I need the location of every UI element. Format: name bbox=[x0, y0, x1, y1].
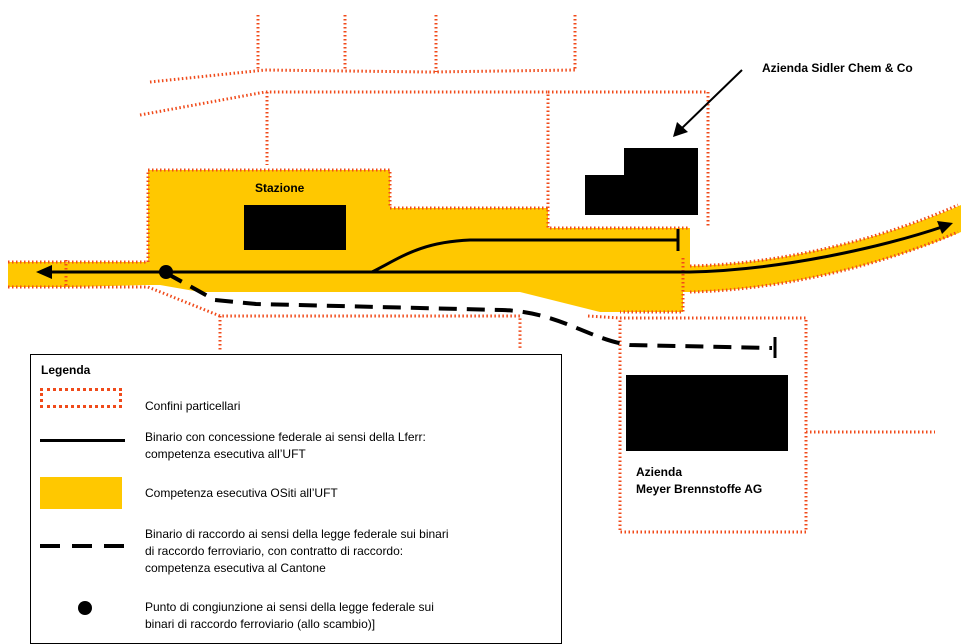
pointer-arrow bbox=[679, 69, 743, 131]
sidler-building bbox=[585, 148, 698, 215]
legend-text-federal-line1: Binario con concessione federale ai sens… bbox=[145, 430, 426, 444]
legend-text-junction-line1: Punto di congiunzione ai sensi della leg… bbox=[145, 600, 434, 614]
legend-text-siding-line3: competenza esecutiva al Cantone bbox=[145, 561, 326, 575]
siding-track bbox=[165, 271, 777, 358]
legend-text-federal-line2: competenza esecutiva all’UFT bbox=[145, 447, 306, 461]
meyer-label-line2: Meyer Brennstoffe AG bbox=[636, 482, 763, 496]
pointer-arrowhead-icon bbox=[673, 122, 688, 137]
station-building bbox=[244, 205, 346, 250]
sidler-label: Azienda Sidler Chem & Co bbox=[762, 61, 913, 75]
meyer-building bbox=[626, 375, 788, 451]
parcel-boundaries bbox=[8, 15, 959, 534]
arrow-right-icon bbox=[937, 221, 953, 234]
legend-swatch-dashed-line bbox=[40, 544, 125, 548]
legend-swatch-solid-line bbox=[40, 439, 125, 442]
junction-point bbox=[159, 265, 173, 279]
legend-swatch-dotted-border bbox=[40, 388, 122, 408]
legend-text-siding-line1: Binario di raccordo ai sensi della legge… bbox=[145, 527, 449, 541]
legend-text-siding-line2: di raccordo ferroviario, con contratto d… bbox=[145, 544, 404, 558]
station-label: Stazione bbox=[255, 181, 305, 195]
legend-swatch-yellow-area bbox=[40, 477, 122, 509]
legend-title: Legenda bbox=[41, 363, 91, 377]
legend-swatch-junction-dot bbox=[78, 601, 92, 615]
legend-text-junction-line2: binari di raccordo ferroviario (allo sca… bbox=[145, 617, 376, 631]
federal-track bbox=[48, 224, 946, 274]
legend: Legenda Confini particellari Binario con… bbox=[30, 354, 562, 644]
arrow-left-icon bbox=[36, 265, 52, 279]
legend-text-osi: Competenza esecutiva OSiti all’UFT bbox=[145, 486, 338, 500]
meyer-label-line1: Azienda bbox=[636, 465, 683, 479]
legend-text-boundaries: Confini particellari bbox=[145, 399, 241, 413]
